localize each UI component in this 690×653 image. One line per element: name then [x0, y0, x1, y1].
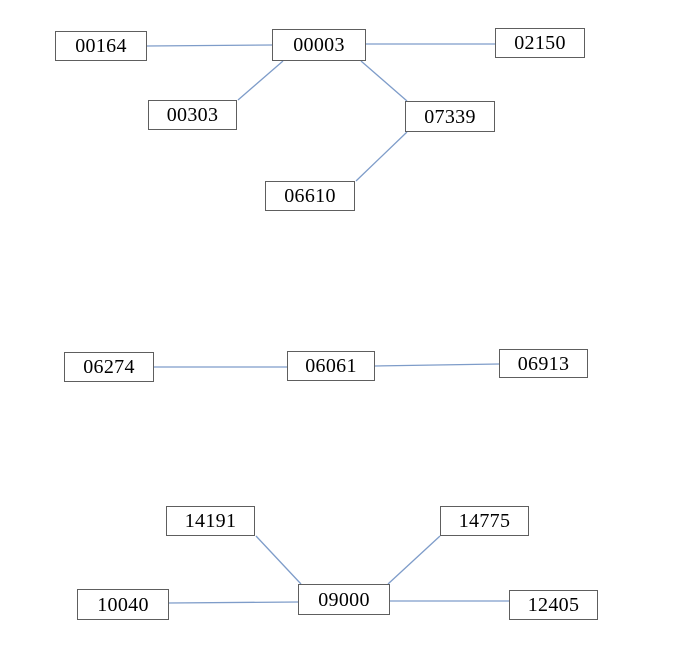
graph-node-06610[interactable]: 06610 [265, 181, 355, 211]
graph-node-label: 09000 [318, 588, 370, 611]
graph-edge-00164-00003 [146, 44, 273, 47]
graph-node-14775[interactable]: 14775 [440, 506, 529, 536]
graph-node-label: 07339 [424, 105, 476, 128]
graph-node-10040[interactable]: 10040 [77, 589, 169, 620]
graph-node-00003[interactable]: 00003 [272, 29, 366, 61]
graph-edge-00003-00303 [237, 60, 284, 101]
graph-edge-00003-07339 [360, 60, 408, 102]
graph-node-label: 06061 [305, 355, 357, 377]
graph-edge-10040-09000 [168, 601, 299, 604]
graph-edge-14191-09000 [255, 535, 302, 585]
graph-node-label: 06610 [284, 185, 336, 207]
graph-node-14191[interactable]: 14191 [166, 506, 255, 536]
graph-edge-14775-09000 [387, 535, 441, 585]
graph-node-06061[interactable]: 06061 [287, 351, 375, 381]
graph-node-label: 00303 [166, 104, 219, 126]
graph-node-00303[interactable]: 00303 [148, 100, 237, 130]
graph-node-label: 00164 [75, 35, 127, 57]
graph-node-label: 00003 [293, 34, 345, 56]
graph-node-label: 02150 [514, 32, 566, 54]
graph-node-label: 06274 [83, 356, 135, 378]
graph-node-07339[interactable]: 07339 [405, 101, 495, 132]
graph-node-06274[interactable]: 06274 [64, 352, 154, 382]
graph-node-09000[interactable]: 09000 [298, 584, 390, 615]
graph-node-label: 10040 [97, 593, 149, 616]
graph-node-label: 06913 [517, 352, 570, 375]
graph-node-label: 14191 [184, 510, 237, 532]
graph-node-02150[interactable]: 02150 [495, 28, 585, 58]
graph-node-06913[interactable]: 06913 [499, 349, 588, 378]
graph-node-label: 14775 [458, 510, 511, 532]
graph-edge-06061-06913 [374, 363, 500, 367]
graph-node-00164[interactable]: 00164 [55, 31, 147, 61]
graph-node-label: 12405 [527, 594, 580, 616]
graph-edge-07339-06610 [355, 131, 408, 182]
graph-node-12405[interactable]: 12405 [509, 590, 598, 620]
